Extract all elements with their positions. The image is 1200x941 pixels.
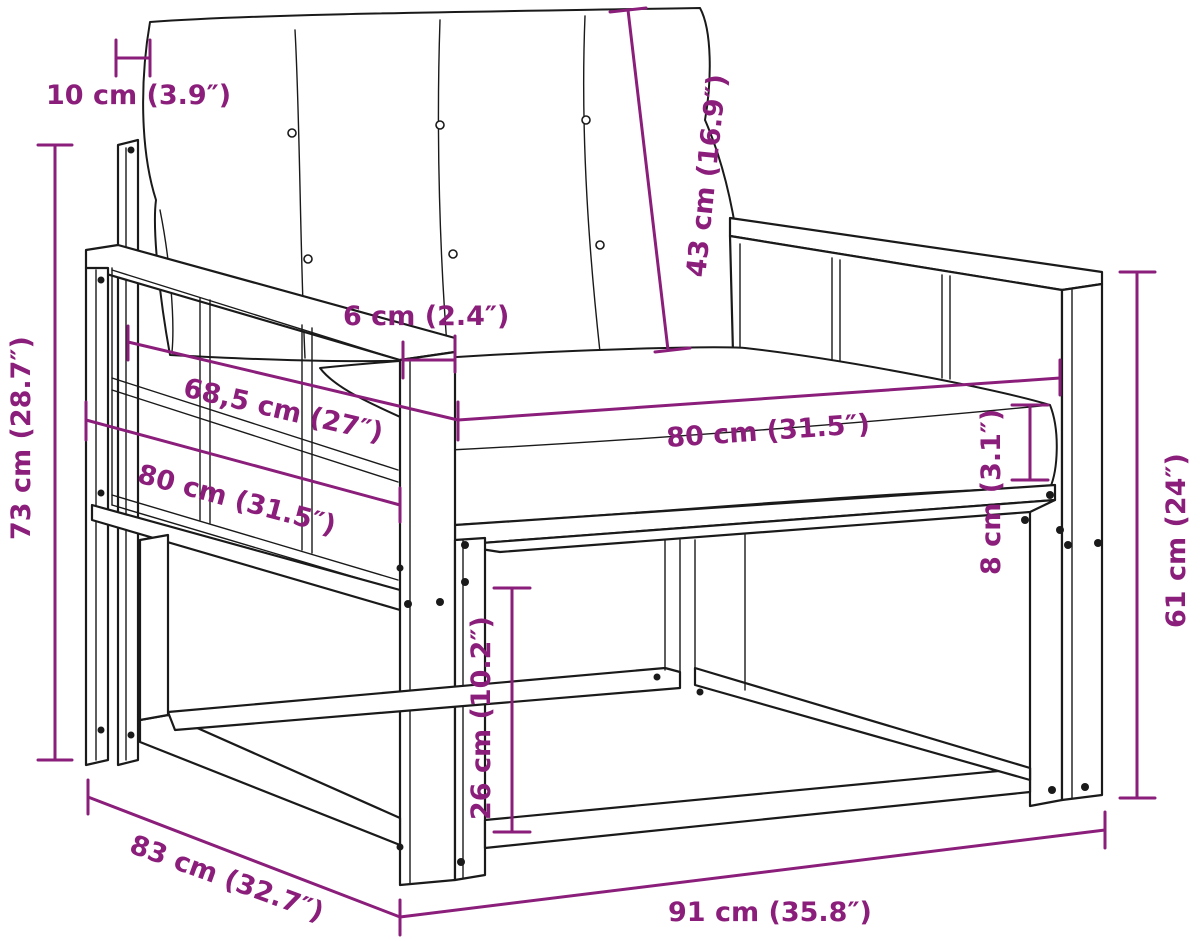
- label-under-seat-clearance: 26 cm (10.2″): [466, 616, 497, 820]
- label-armrest-width: 6 cm (2.4″): [343, 301, 509, 332]
- base-frame: [138, 533, 1032, 850]
- back-left-post: [116, 138, 140, 767]
- label-total-height: 73 cm (28.7″): [6, 336, 37, 540]
- label-total-width: 91 cm (35.8″): [668, 897, 872, 928]
- seat-rail: [453, 483, 1057, 554]
- label-armrest-height: 61 cm (24″): [1161, 453, 1192, 628]
- label-cushion-thickness: 10 cm (3.9″): [46, 80, 231, 111]
- front-right-leg: [453, 536, 487, 882]
- dimension-lines: [36, 6, 1157, 937]
- label-seat-cushion-height: 8 cm (3.1″): [976, 409, 1007, 575]
- chair-drawing: [84, 7, 1104, 887]
- bolts: [97, 146, 1102, 866]
- left-armrest: [84, 243, 457, 887]
